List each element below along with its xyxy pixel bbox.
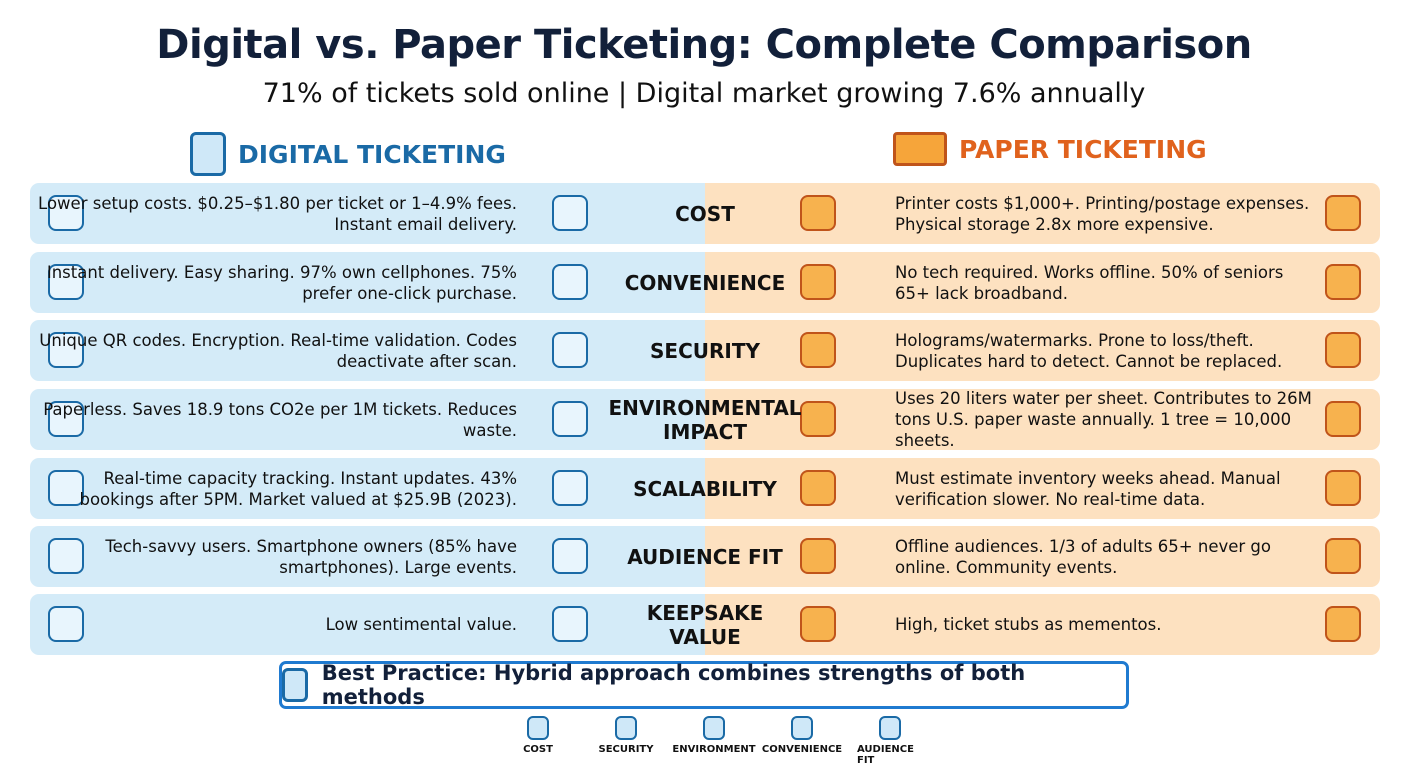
seniors-icon [800, 538, 836, 574]
paper-cell: High, ticket stubs as mementos. [705, 594, 1380, 655]
page-subtitle: 71% of tickets sold online | Digital mar… [262, 78, 1146, 109]
clock-phone-icon [552, 264, 588, 300]
paper-heading: PAPER TICKETING [893, 132, 1207, 166]
digital-text: Tech-savvy users. Smartphone owners (85%… [105, 536, 517, 577]
category-label: COST [675, 201, 735, 226]
paper-text: Printer costs $1,000+. Printing/postage … [895, 193, 1310, 234]
paper-cell: Printer costs $1,000+. Printing/postage … [705, 183, 1380, 244]
shield-lock-icon [552, 332, 588, 368]
digital-cell: Paperless. Saves 18.9 tons CO2e per 1M t… [30, 389, 705, 450]
security-icon [615, 716, 637, 740]
users-icon [552, 538, 588, 574]
audience-fit-icon [879, 716, 901, 740]
paper-heading-label: PAPER TICKETING [959, 134, 1207, 164]
framed-ticket-icon [800, 606, 836, 642]
ticket-icon [893, 132, 947, 166]
category-label: SECURITY [650, 338, 760, 363]
chart-down-icon [800, 470, 836, 506]
paper-text: Holograms/watermarks. Prone to loss/thef… [895, 330, 1283, 371]
share-icon [48, 264, 84, 300]
legend-item: SECURITY [593, 716, 659, 766]
digital-cell: Tech-savvy users. Smartphone owners (85%… [30, 526, 705, 587]
email-money-icon [48, 195, 84, 231]
paper-cell: Must estimate inventory weeks ahead. Man… [705, 458, 1380, 519]
paper-text: High, ticket stubs as mementos. [895, 615, 1162, 634]
coins-down-icon [552, 195, 588, 231]
legend-item: AUDIENCE FIT [857, 716, 923, 766]
comparison-row: Lower setup costs. $0.25–$1.80 per ticke… [30, 183, 1380, 244]
clipboard-x-icon [1325, 470, 1361, 506]
paper-text: Uses 20 liters water per sheet. Contribu… [895, 389, 1312, 450]
legend-label: ENVIRONMENT [672, 744, 756, 755]
phone-qr-icon [190, 132, 226, 176]
category-label: KEEPSAKE VALUE [646, 600, 764, 649]
phone-hand-icon [48, 538, 84, 574]
paper-cell: No tech required. Works offline. 50% of … [705, 252, 1380, 313]
cost-icon [527, 716, 549, 740]
paper-text: Offline audiences. 1/3 of adults 65+ nev… [895, 536, 1271, 577]
comparison-row: Unique QR codes. Encryption. Real-time v… [30, 320, 1380, 381]
qr-check-icon [48, 332, 84, 368]
legend-label: COST [523, 744, 553, 755]
convenience-icon [791, 716, 813, 740]
image-file-icon [48, 606, 84, 642]
globe-recycle-icon [48, 401, 84, 437]
paper-cell: Uses 20 liters water per sheet. Contribu… [705, 389, 1380, 450]
digital-cell: Real-time capacity tracking. Instant upd… [30, 458, 705, 519]
page-title: Digital vs. Paper Ticketing: Complete Co… [156, 22, 1252, 68]
digital-cell: Lower setup costs. $0.25–$1.80 per ticke… [30, 183, 705, 244]
chart-up-icon [552, 470, 588, 506]
best-practice-banner: Best Practice: Hybrid approach combines … [279, 661, 1129, 709]
digital-cell: Instant delivery. Easy sharing. 97% own … [30, 252, 705, 313]
environment-icon [703, 716, 725, 740]
category-label: AUDIENCE FIT [627, 544, 783, 569]
comparison-row: Tech-savvy users. Smartphone owners (85%… [30, 526, 1380, 587]
paper-cell: Holograms/watermarks. Prone to loss/thef… [705, 320, 1380, 381]
legend-label: AUDIENCE FIT [857, 744, 914, 766]
hybrid-ticket-icon [282, 668, 308, 702]
magnifier-document-icon [800, 332, 836, 368]
paper-text: Must estimate inventory weeks ahead. Man… [895, 468, 1281, 509]
best-practice-text: Best Practice: Hybrid approach combines … [321, 661, 1026, 709]
comparison-row: Real-time capacity tracking. Instant upd… [30, 458, 1380, 519]
digital-heading-label: DIGITAL TICKETING [238, 139, 506, 169]
paper-text: No tech required. Works offline. 50% of … [895, 262, 1284, 303]
comparison-row: Paperless. Saves 18.9 tons CO2e per 1M t… [30, 389, 1380, 450]
digital-text: Low sentimental value. [325, 615, 517, 634]
comparison-row: Low sentimental value. High, ticket stub… [30, 594, 1380, 655]
legend-item: CONVENIENCE [762, 716, 842, 766]
senior-laptop-icon [1325, 538, 1361, 574]
digital-text: Real-time capacity tracking. Instant upd… [79, 468, 517, 509]
icon-legend: COST SECURITY ENVIRONMENT CONVENIENCE AUDIEN… [505, 716, 923, 766]
tree-icon [800, 401, 836, 437]
category-label: SCALABILITY [633, 476, 777, 501]
digital-text: Lower setup costs. $0.25–$1.80 per ticke… [38, 193, 517, 234]
digital-cell: Unique QR codes. Encryption. Real-time v… [30, 320, 705, 381]
money-up-icon [800, 195, 836, 231]
legend-item: ENVIRONMENT [672, 716, 756, 766]
no-wifi-senior-icon [1325, 264, 1361, 300]
dashboard-icon [48, 470, 84, 506]
digital-heading: DIGITAL TICKETING [190, 132, 506, 176]
digital-cell: Low sentimental value. [30, 594, 705, 655]
category-label: CONVENIENCE [624, 270, 786, 295]
water-stump-icon [1325, 401, 1361, 437]
comparison-row: Instant delivery. Easy sharing. 97% own … [30, 252, 1380, 313]
legend-item: COST [505, 716, 571, 766]
torn-ticket-icon [1325, 332, 1361, 368]
legend-label: SECURITY [598, 744, 654, 755]
postbox-icon [1325, 195, 1361, 231]
digital-text: Paperless. Saves 18.9 tons CO2e per 1M t… [43, 399, 517, 440]
digital-text: Instant delivery. Easy sharing. 97% own … [46, 262, 517, 303]
hand-ticket-icon [800, 264, 836, 300]
cloud-x-icon [552, 606, 588, 642]
legend-label: CONVENIENCE [761, 744, 843, 755]
paper-cell: Offline audiences. 1/3 of adults 65+ nev… [705, 526, 1380, 587]
leaf-icon [552, 401, 588, 437]
framed-ticket-icon [1325, 606, 1361, 642]
digital-text: Unique QR codes. Encryption. Real-time v… [39, 330, 517, 371]
category-label: ENVIRONMENTAL IMPACT [608, 395, 802, 444]
